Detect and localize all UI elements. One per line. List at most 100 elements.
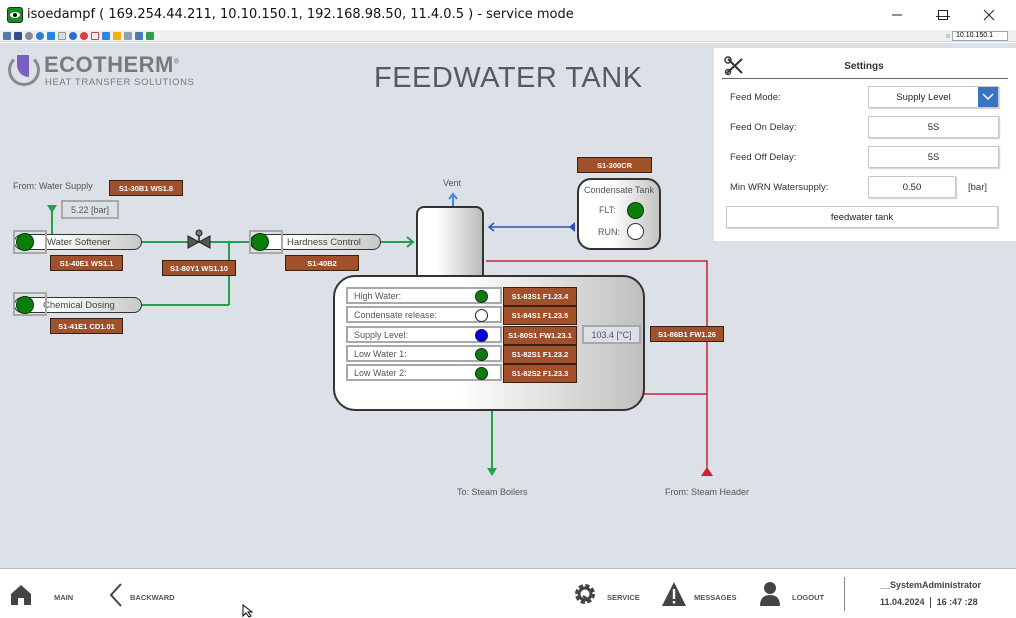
time: 16 :47 :28 [936,597,978,607]
level-row: Low Water 1: [346,345,502,362]
chemical-dosing-status-led [16,296,34,314]
hardness-control-label: Hardness Control [287,236,361,248]
level-tag[interactable]: S1-83S1 F1.23.4 [503,287,577,306]
toolbar-chat-icon[interactable] [146,32,154,40]
feedwater-vessel-dome [416,206,484,280]
feed-mode-dropdown[interactable]: Supply Level [868,86,999,108]
condensate-run-label: RUN: [598,227,620,237]
level-tag[interactable]: S1-80S1 FW1.23.1 [503,326,577,345]
water-softener-status-led [16,233,34,251]
temperature-tag[interactable]: S1-86B1 FW1.26 [650,326,724,342]
quick-toolbar [0,30,1016,42]
water-softener-select-box[interactable] [13,230,47,254]
maximize-button[interactable] [920,0,966,30]
level-status-led [475,290,488,303]
chevron-down-icon[interactable] [978,87,998,107]
chevron-left-icon[interactable] [109,582,123,608]
condensate-tank[interactable]: Condensate Tank FLT: RUN: [577,178,661,250]
feed-mode-label: Feed Mode: [730,92,781,103]
backward-button[interactable]: BACKWARD [130,593,175,602]
service-button[interactable]: SERVICE [607,593,640,602]
vent-label: Vent [443,178,462,188]
window-title: isoedampf ( 169.254.44.211, 10.10.150.1,… [27,7,574,22]
level-label: Low Water 2: [354,367,407,378]
chemical-dosing-tag[interactable]: S1-41E1 CD1.01 [50,318,123,334]
toolbar-speaker-icon[interactable] [3,32,11,40]
toolbar-note-icon[interactable] [113,32,121,40]
bar-divider [844,577,845,611]
level-status-led [475,367,488,380]
toolbar-document-icon[interactable] [91,32,99,40]
feed-mode-value: Supply Level [896,91,951,103]
level-label: Low Water 1: [354,348,407,359]
condensate-tank-title: Condensate Tank [584,185,654,195]
close-button[interactable] [966,0,1012,30]
toolbar-gear-icon[interactable] [25,32,33,40]
datetime: 11.04.2024 16 :47 :28 [880,597,978,609]
ecotherm-logo: ECOTHERM® HEAT TRANSFER SOLUTIONS [8,52,198,92]
mouse-cursor-icon [242,604,254,618]
tools-icon [724,56,743,76]
toolbar-network-icon[interactable] [135,32,143,40]
toolbar-windows-icon[interactable] [47,32,55,40]
toolbar-info-icon[interactable] [69,32,77,40]
from-steam-header-label: From: Steam Header [665,487,750,497]
settings-divider [722,78,1008,79]
water-supply-label: From: Water Supply [13,181,93,191]
level-status-led [475,348,488,361]
hardness-control-tag[interactable]: S1-40B2 [285,255,359,271]
level-tag[interactable]: S1-82S2 F1.23.3 [503,364,577,383]
toolbar-fullscreen-icon[interactable] [14,32,22,40]
water-supply-tag[interactable]: S1-30B1 WS1.8 [109,180,183,196]
level-row: Supply Level: [346,326,502,343]
warning-icon[interactable] [661,581,687,607]
logout-button[interactable]: LOGOUT [792,593,825,602]
feed-off-delay-label: Feed Off Delay: [730,152,797,163]
ip-address-field[interactable]: 10.10.150.1 [952,31,1008,41]
logo-subtitle: HEAT TRANSFER SOLUTIONS [45,77,195,88]
min-wrn-watersupply-input[interactable]: 0.50 [868,176,956,198]
water-softener-tag[interactable]: S1-40E1 WS1.1 [50,255,123,271]
hardness-control-status-led [251,233,269,251]
toolbar-monitor-icon[interactable] [102,32,110,40]
condensate-flt-label: FLT: [599,205,616,215]
app-eye-icon [7,7,23,23]
minimize-button[interactable] [874,0,920,30]
level-row: Low Water 2: [346,364,502,381]
chemical-dosing-label: Chemical Dosing [43,299,115,311]
feedwater-tank-button[interactable]: feedwater tank [726,206,998,228]
valve-tag[interactable]: S1-80Y1 WS1.10 [162,260,236,276]
min-wrn-watersupply-label: Min WRN Watersupply: [730,182,829,193]
feed-off-delay-input[interactable]: 5S [868,146,999,168]
toolbar-refresh-icon[interactable] [36,32,44,40]
level-tag[interactable]: S1-84S1 F1.23.5 [503,306,577,325]
hardness-control-select-box[interactable] [249,230,283,254]
main-button[interactable]: MAIN [54,593,74,602]
logo-ring-icon [8,54,40,86]
ip-indicator-icon [946,34,950,38]
home-icon[interactable] [9,583,33,607]
logo-title: ECOTHERM® [44,52,180,77]
toolbar-settings-monitor-icon[interactable] [124,32,132,40]
user-icon[interactable] [759,581,781,607]
settings-title: Settings [844,61,884,72]
condensate-tank-tag[interactable]: S1-300CR [577,157,652,173]
messages-button[interactable]: MESSAGES [694,593,737,602]
level-row: Condensate release: [346,306,502,323]
min-wrn-unit: [bar] [968,182,988,193]
water-supply-pressure: 5.22 [bar] [61,200,119,219]
to-steam-boilers-label: To: Steam Boilers [457,487,528,497]
level-tag[interactable]: S1-82S1 F1.23.2 [503,345,577,364]
toolbar-stop-icon[interactable] [80,32,88,40]
service-gear-icon[interactable] [573,582,597,606]
level-status-led [475,309,488,322]
level-row: High Water: [346,287,502,304]
chemical-dosing-select-box[interactable] [13,292,47,316]
bottom-nav-bar: MAIN BACKWARD SERVICE MESSAGES LOGOUT __… [0,568,1016,617]
level-label: High Water: [354,290,402,301]
page-title: FEEDWATER TANK [374,62,643,94]
feed-on-delay-input[interactable]: 5S [868,116,999,138]
toolbar-chart-icon[interactable] [58,32,66,40]
level-label: Condensate release: [354,309,438,320]
date: 11.04.2024 [880,597,925,607]
